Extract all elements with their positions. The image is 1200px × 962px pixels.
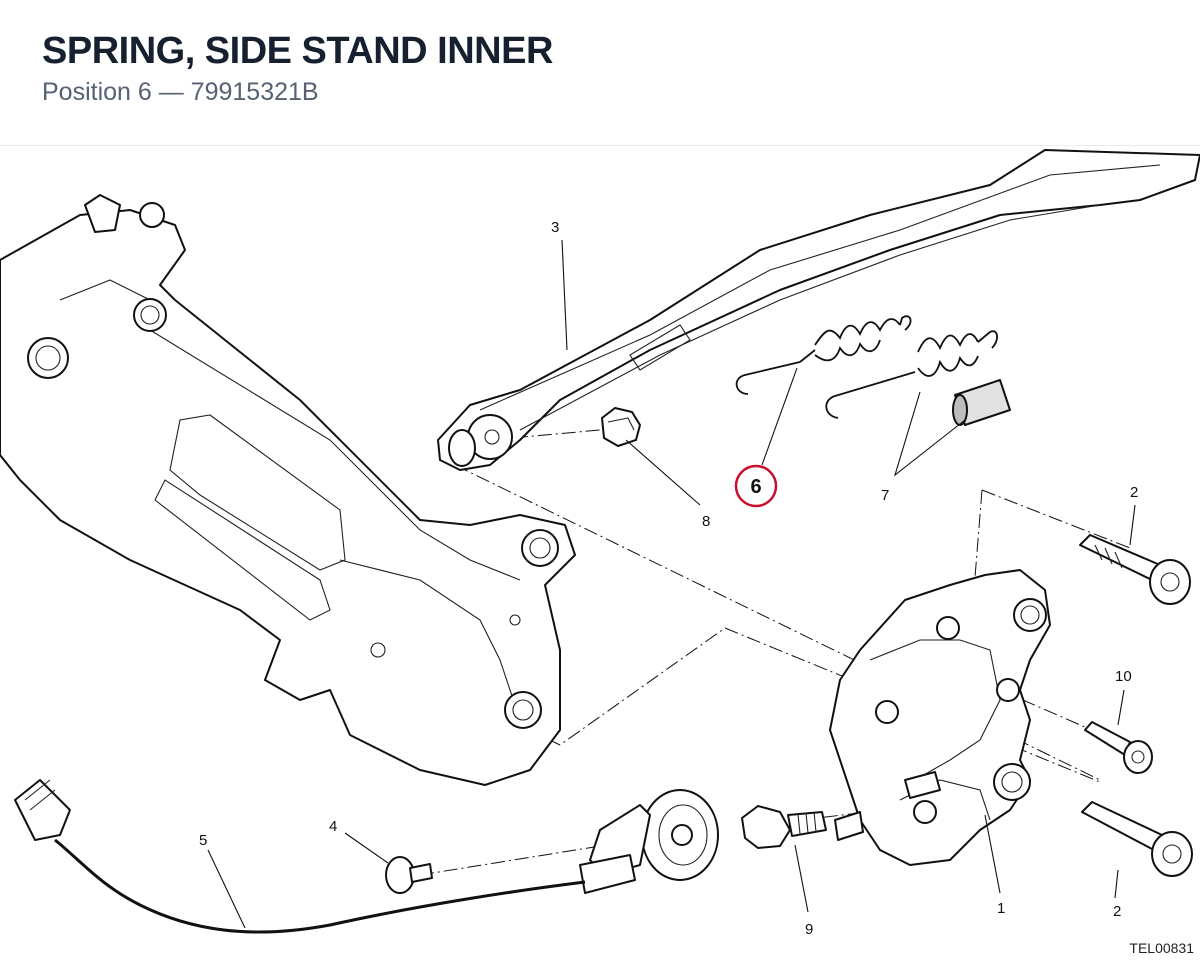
screw-small <box>1084 721 1153 774</box>
callout-3: 3 <box>551 219 559 236</box>
highlight-label: 6 <box>750 476 761 498</box>
side-stand-switch <box>579 789 719 894</box>
callout-4: 4 <box>329 818 337 835</box>
side-stand-leg <box>437 149 1200 471</box>
callout-10: 10 <box>1115 668 1132 685</box>
leader-lines <box>207 239 1136 929</box>
screw-lower <box>1081 801 1193 877</box>
callout-5: 5 <box>199 832 207 849</box>
spacer-bushing <box>952 379 1011 426</box>
callout-2-lower: 2 <box>1113 903 1121 920</box>
page-header: SPRING, SIDE STAND INNER Position 6 — 79… <box>0 0 1200 146</box>
washer-screw <box>385 856 433 894</box>
frame-bracket <box>0 194 576 786</box>
page-subtitle: Position 6 — 79915321B <box>42 78 319 106</box>
page-title: SPRING, SIDE STAND INNER <box>42 30 553 72</box>
callout-9: 9 <box>805 921 813 938</box>
stud-bolt <box>741 805 827 849</box>
highlighted-callout[interactable]: 6 <box>734 464 778 508</box>
mounting-plate <box>829 569 1051 866</box>
inner-spring <box>735 315 912 395</box>
callout-7: 7 <box>881 487 889 504</box>
callout-2-upper: 2 <box>1130 484 1138 501</box>
sensor-cable <box>14 779 586 934</box>
outer-spring <box>825 330 998 419</box>
drawing-reference-code: TEL00831 <box>1129 940 1194 956</box>
highlight-ring <box>734 464 778 508</box>
callout-8: 8 <box>702 513 710 530</box>
screw-upper <box>1079 534 1191 605</box>
nut <box>601 407 641 447</box>
callout-1: 1 <box>997 900 1005 917</box>
